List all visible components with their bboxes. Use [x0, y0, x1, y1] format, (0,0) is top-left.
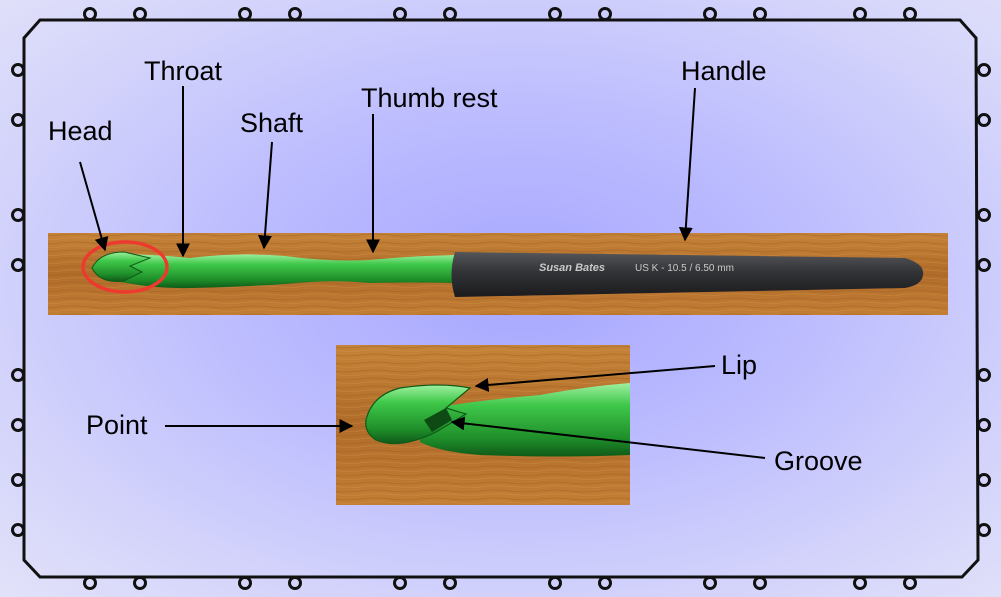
decorative-frame	[11, 7, 991, 590]
head-arrow	[79, 161, 109, 252]
frame-loop	[903, 576, 917, 590]
brand-text: Susan Bates	[539, 262, 605, 274]
frame-loop	[853, 7, 867, 21]
frame-loop	[288, 7, 302, 21]
frame-loop	[443, 7, 457, 21]
frame-loop	[703, 576, 717, 590]
frame-loop	[238, 7, 252, 21]
frame-loop	[11, 473, 25, 487]
closeup-hook-head	[365, 384, 472, 445]
lip-arrow	[474, 365, 716, 392]
head-highlight-circle	[81, 240, 169, 294]
frame-loop	[977, 473, 991, 487]
label-head: Head	[48, 116, 113, 146]
frame-loop	[977, 113, 991, 127]
frame-loop	[443, 576, 457, 590]
closeup-groove	[424, 408, 452, 432]
frame-loop	[11, 418, 25, 432]
handle-arrow	[678, 87, 696, 242]
frame-loop	[598, 576, 612, 590]
label-throat: Throat	[144, 56, 223, 86]
frame-loop	[853, 576, 867, 590]
frame-loop	[393, 7, 407, 21]
shaft-arrow	[257, 141, 273, 250]
frame-loop	[548, 7, 562, 21]
label-point: Point	[86, 410, 148, 440]
frame-loop	[703, 7, 717, 21]
hook-handle	[451, 252, 924, 297]
frame-loop	[11, 113, 25, 127]
hook-head	[91, 251, 152, 282]
size-text: US K - 10.5 / 6.50 mm	[635, 263, 734, 274]
hook-shaft	[112, 254, 456, 289]
frame-loop	[288, 576, 302, 590]
frame-loop	[83, 7, 97, 21]
frame-loop	[753, 7, 767, 21]
part-labels: Head Throat Shaft Thumb rest Handle Lip …	[48, 56, 863, 476]
label-lip: Lip	[721, 350, 757, 380]
frame-loop	[11, 523, 25, 537]
frame-loop	[977, 208, 991, 222]
frame-loop	[977, 523, 991, 537]
pointer-arrows	[79, 86, 766, 459]
label-groove: Groove	[774, 446, 863, 476]
frame-loop	[133, 576, 147, 590]
frame-loop	[133, 7, 147, 21]
frame-loop	[393, 576, 407, 590]
frame-loop	[11, 368, 25, 382]
frame-loop	[11, 258, 25, 272]
closeup-hook-shaft	[420, 383, 630, 457]
frame-loop	[977, 368, 991, 382]
label-shaft: Shaft	[240, 108, 304, 138]
label-thumb-rest: Thumb rest	[361, 83, 498, 113]
frame-loop	[11, 208, 25, 222]
full-hook-photo: Susan Bates US K - 10.5 / 6.50 mm	[48, 233, 948, 315]
frame-loop	[548, 576, 562, 590]
frame-loop	[903, 7, 917, 21]
frame-loop	[977, 258, 991, 272]
frame-loop	[977, 418, 991, 432]
frame-loop	[598, 7, 612, 21]
frame-loop	[11, 63, 25, 77]
frame-loop	[238, 576, 252, 590]
frame-loop	[753, 576, 767, 590]
groove-arrow	[450, 416, 766, 459]
label-handle: Handle	[681, 56, 767, 86]
frame-loop	[977, 63, 991, 77]
frame-loop	[83, 576, 97, 590]
